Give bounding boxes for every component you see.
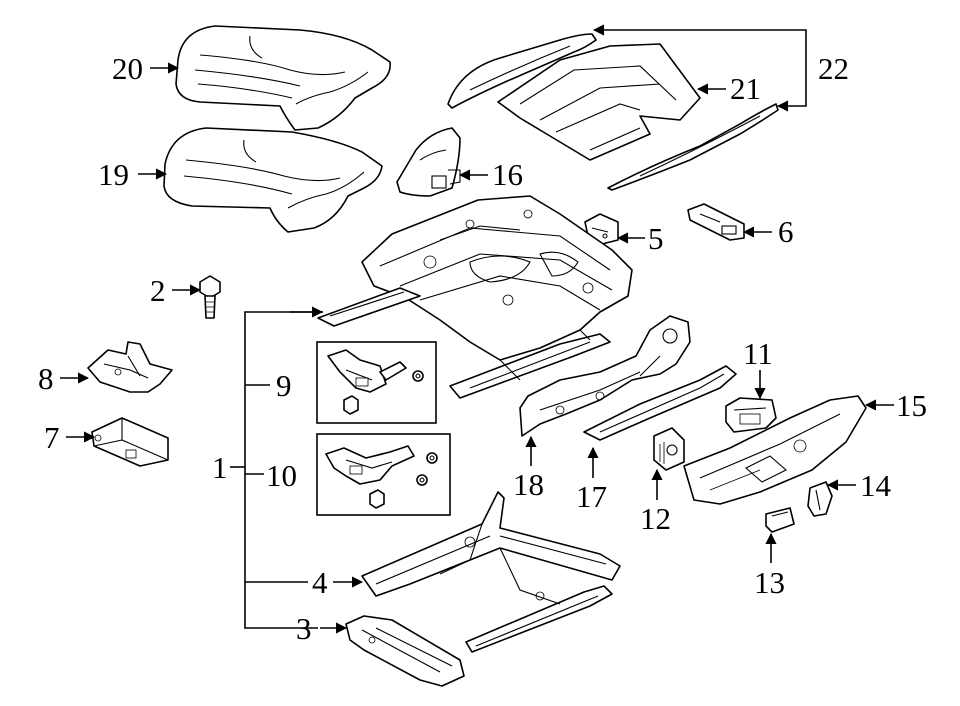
callout-3: 3 <box>296 611 312 646</box>
part-7-module[interactable] <box>91 417 169 467</box>
callout-22: 22 <box>818 51 849 86</box>
part-6-bracket[interactable] <box>687 203 745 241</box>
callout-16: 16 <box>492 157 523 192</box>
callout-6: 6 <box>778 214 794 249</box>
part-4-seat-track[interactable] <box>361 491 621 653</box>
part-13-knob[interactable] <box>765 507 795 533</box>
callout-21: 21 <box>730 71 761 106</box>
callout-13: 13 <box>754 565 785 600</box>
callout-5: 5 <box>648 221 664 256</box>
part-18-side-bracket[interactable] <box>519 315 691 437</box>
part-11-switch[interactable] <box>725 397 777 433</box>
part-21-heating-mat[interactable] <box>497 43 701 161</box>
part-12-switch[interactable] <box>653 427 685 471</box>
leader-lines <box>60 24 894 634</box>
part-15-side-shield[interactable] <box>683 395 867 505</box>
callout-14: 14 <box>860 468 892 503</box>
part-3-track-cover[interactable] <box>345 615 465 687</box>
kit-box-9 <box>316 341 437 424</box>
part-9-motor-kit[interactable] <box>327 349 424 415</box>
part-19-cushion-pad[interactable] <box>163 127 383 233</box>
part-20-cushion-cover[interactable] <box>175 25 391 131</box>
part-8-bracket[interactable] <box>87 341 173 393</box>
callout-20: 20 <box>112 51 143 86</box>
callout-12: 12 <box>640 501 671 536</box>
part-10-motor-kit[interactable] <box>325 445 438 509</box>
callout-8: 8 <box>38 361 54 396</box>
seat-frame-assembly[interactable] <box>317 195 633 399</box>
callout-15: 15 <box>896 388 927 423</box>
callout-19: 19 <box>98 157 129 192</box>
callout-11: 11 <box>743 336 773 371</box>
callout-10: 10 <box>266 458 297 493</box>
callout-4: 4 <box>312 565 328 600</box>
part-16-bracket[interactable] <box>396 127 461 197</box>
callout-18: 18 <box>513 467 544 502</box>
part-17-trim[interactable] <box>583 365 737 441</box>
callout-7: 7 <box>44 420 60 455</box>
callout-1: 1 <box>212 450 228 485</box>
callout-17: 17 <box>576 479 607 514</box>
kit-box-10 <box>316 433 451 516</box>
callout-2: 2 <box>150 273 166 308</box>
callout-labels: 20 19 16 22 21 5 6 2 8 7 9 10 1 4 3 18 1… <box>38 51 927 646</box>
part-14-cap[interactable] <box>807 481 833 517</box>
callout-9: 9 <box>276 368 292 403</box>
part-2-bolt[interactable] <box>199 275 221 319</box>
